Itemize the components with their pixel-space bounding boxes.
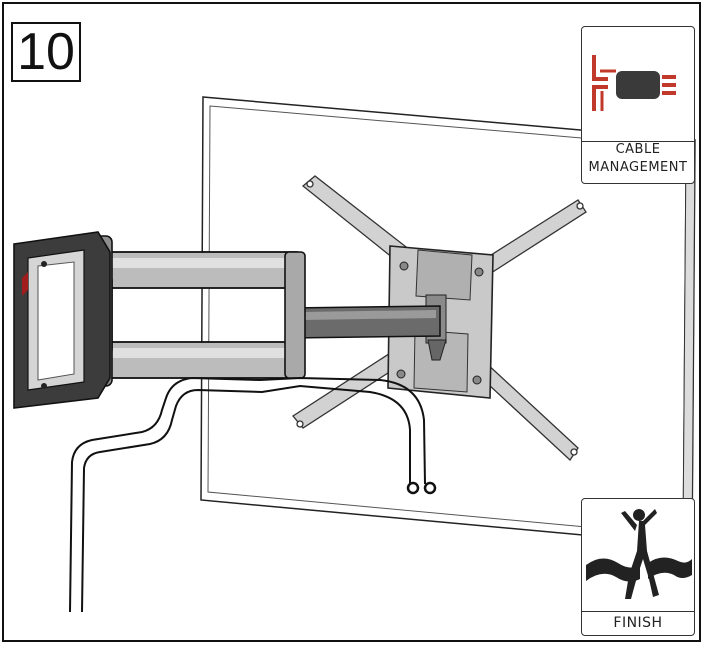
finish-runner-icon (586, 509, 692, 599)
step-number: 10 (11, 22, 81, 82)
cable-management-badge: CABLE MANAGEMENT (581, 26, 695, 184)
finish-icon-area (582, 499, 694, 612)
swivel-arm (289, 305, 441, 339)
finish-badge: FINISH (581, 498, 695, 636)
cable-management-icon (592, 55, 676, 111)
cable-route (69, 376, 437, 613)
instruction-frame (2, 2, 701, 642)
cable-label-line2: MANAGEMENT (588, 160, 688, 175)
cable-management-label: CABLE MANAGEMENT (582, 139, 694, 183)
cable-management-icon-area (582, 27, 694, 142)
cable-label-line1: CABLE (615, 142, 661, 157)
finish-label: FINISH (613, 615, 663, 631)
wall-plate (13, 231, 111, 409)
